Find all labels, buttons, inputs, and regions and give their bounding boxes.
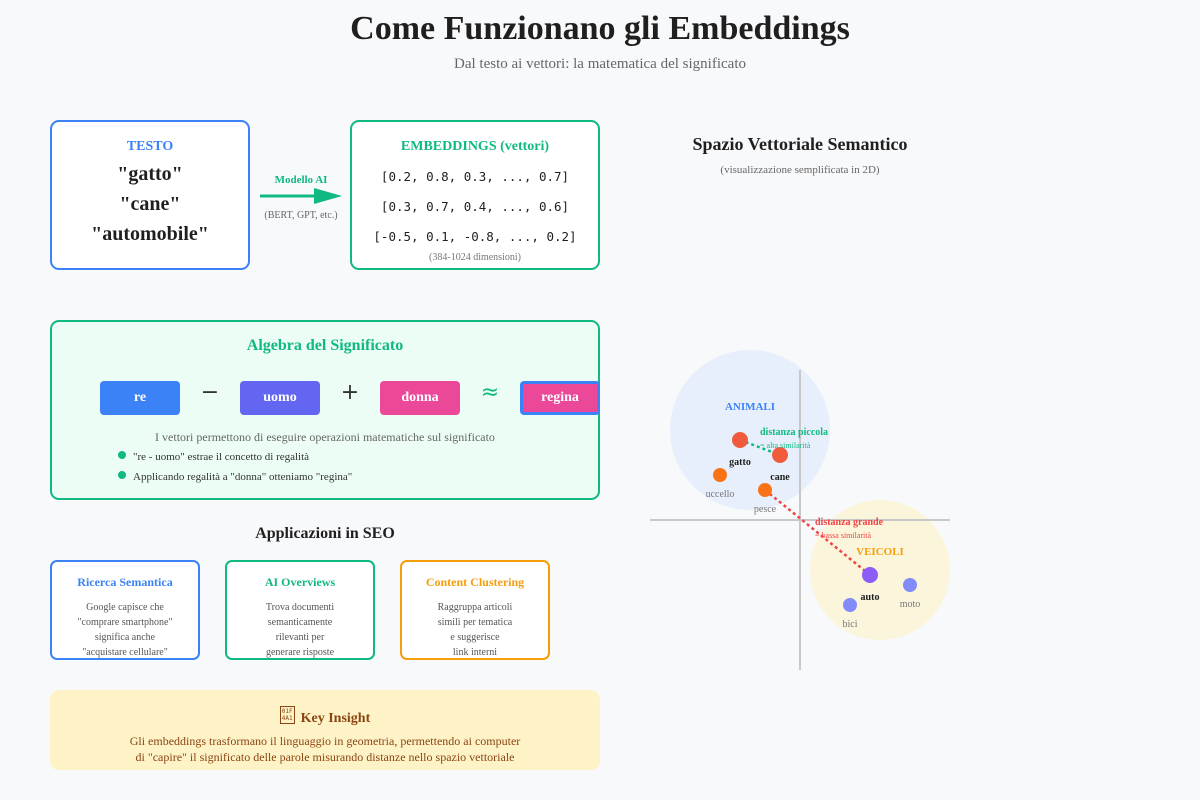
seo-section-title: Applicazioni in SEO xyxy=(255,525,395,542)
page-subtitle: Dal testo ai vettori: la matematica del … xyxy=(454,56,746,72)
annotation-small-distance-sub: = alta similarità xyxy=(760,441,811,450)
arrow-head xyxy=(314,188,342,204)
operator-plus: + xyxy=(340,380,360,405)
point-label-bici: bici xyxy=(843,619,858,630)
embeddings-box: EMBEDDINGS (vettori) [0.2, 0.8, 0.3, ...… xyxy=(350,120,600,270)
distance-line-pesce-auto xyxy=(764,489,871,576)
card-body: Trova documenti semanticamente rilevanti… xyxy=(227,600,373,660)
seo-card-ai-overviews: AI Overviews Trova documenti semanticame… xyxy=(225,560,375,660)
token-uomo: uomo xyxy=(240,381,320,415)
card-line: significa anche xyxy=(94,632,156,643)
text-box-title: TESTO xyxy=(126,139,174,154)
algebra-bullet: "re - uomo" estrae il concetto di regali… xyxy=(118,451,309,463)
card-line: rilevanti per xyxy=(275,632,325,643)
algebra-description: I vettori permettono di eseguire operazi… xyxy=(155,430,495,444)
bullet-text: Applicando regalità a "donna" otteniamo … xyxy=(133,471,353,483)
bullet-dot-icon xyxy=(118,451,126,459)
token-donna: donna xyxy=(380,381,460,415)
text-input-box: TESTO "gatto" "cane" "automobile" xyxy=(50,120,250,270)
card-body: Google capisce che "comprare smartphone"… xyxy=(52,600,198,660)
algebra-bullet: Applicando regalità a "donna" otteniamo … xyxy=(118,471,352,483)
model-arrow-sublabel: (BERT, GPT, etc.) xyxy=(264,210,338,221)
card-line: Trova documenti xyxy=(265,602,335,613)
card-line: generare risposte xyxy=(265,647,335,658)
card-line: Google capisce che xyxy=(86,602,164,613)
annotation-large-distance: distanza grande xyxy=(815,517,884,528)
point-label-cane: cane xyxy=(770,472,790,483)
card-line: simili per tematica xyxy=(437,617,513,628)
point-pesce xyxy=(758,483,772,497)
point-gatto xyxy=(732,432,748,448)
point-label-gatto: gatto xyxy=(729,457,751,468)
card-line: "comprare smartphone" xyxy=(77,617,173,628)
word-automobile: "automobile" xyxy=(91,223,209,245)
seo-card-content-clustering: Content Clustering Raggruppa articoli si… xyxy=(400,560,550,660)
insight-title: Key Insight xyxy=(300,711,371,726)
operator-approx: ≈ xyxy=(480,380,500,405)
vector-space-subtitle: (visualizzazione semplificata in 2D) xyxy=(720,164,880,176)
point-cane xyxy=(772,447,788,463)
card-title: AI Overviews xyxy=(264,575,336,589)
annotation-small-distance: distanza piccola xyxy=(760,427,828,438)
annotation-large-distance-sub: = bassa similarità xyxy=(815,531,872,540)
seo-card-ricerca-semantica: Ricerca Semantica Google capisce che "co… xyxy=(50,560,200,660)
card-line: e suggerisce xyxy=(450,632,500,643)
model-arrow-label: Modello AI xyxy=(274,174,328,186)
token-regina: regina xyxy=(520,381,600,415)
cluster-animali xyxy=(670,350,830,510)
arrow-right-icon xyxy=(260,188,342,204)
vector-space-plot: ANIMALI VEICOLI gatto cane uccello pesce aut… xyxy=(650,350,950,670)
token-re: re xyxy=(100,381,180,415)
card-title: Content Clustering xyxy=(425,575,525,589)
card-line: "acquistare cellulare" xyxy=(82,647,168,658)
card-line: link interni xyxy=(452,647,498,658)
point-label-moto: moto xyxy=(900,599,921,610)
bullet-text: "re - uomo" estrae il concetto di regali… xyxy=(133,451,310,463)
insight-line: Gli embeddings trasformano il linguaggio… xyxy=(129,734,521,748)
cluster-label-veicoli: VEICOLI xyxy=(856,546,904,558)
algebra-panel: Algebra del Significato re − uomo + donn… xyxy=(50,320,600,500)
card-body: Raggruppa articoli simili per tematica e… xyxy=(402,600,548,660)
operator-minus: − xyxy=(200,380,220,405)
word-gatto: "gatto" xyxy=(117,163,183,185)
embeddings-box-title: EMBEDDINGS (vettori) xyxy=(400,139,550,154)
insight-line: di "capire" il significato delle parole … xyxy=(135,750,515,764)
point-uccello xyxy=(713,468,727,482)
cluster-label-animali: ANIMALI xyxy=(725,401,775,413)
card-title: Ricerca Semantica xyxy=(77,575,173,589)
point-auto xyxy=(862,567,878,583)
algebra-title: Algebra del Significato xyxy=(246,337,404,354)
vector-automobile: [-0.5, 0.1, -0.8, ..., 0.2] xyxy=(373,229,577,244)
vector-cane: [0.3, 0.7, 0.4, ..., 0.6] xyxy=(380,199,570,214)
card-line: Raggruppa articoli xyxy=(437,602,513,613)
insight-body: Gli embeddings trasformano il linguaggio… xyxy=(50,733,600,765)
dimensions-note: (384-1024 dimensioni) xyxy=(429,252,521,263)
page-title: Come Funzionano gli Embeddings xyxy=(350,10,850,47)
vector-gatto: [0.2, 0.8, 0.3, ..., 0.7] xyxy=(380,169,570,184)
point-label-pesce: pesce xyxy=(754,504,777,515)
card-line: semanticamente xyxy=(267,617,333,628)
vector-space-title: Spazio Vettoriale Semantico xyxy=(692,134,908,154)
point-bici xyxy=(843,598,857,612)
word-cane: "cane" xyxy=(119,193,181,215)
point-moto xyxy=(903,578,917,592)
bullet-dot-icon xyxy=(118,471,126,479)
point-label-uccello: uccello xyxy=(706,489,735,500)
point-label-auto: auto xyxy=(861,592,880,603)
